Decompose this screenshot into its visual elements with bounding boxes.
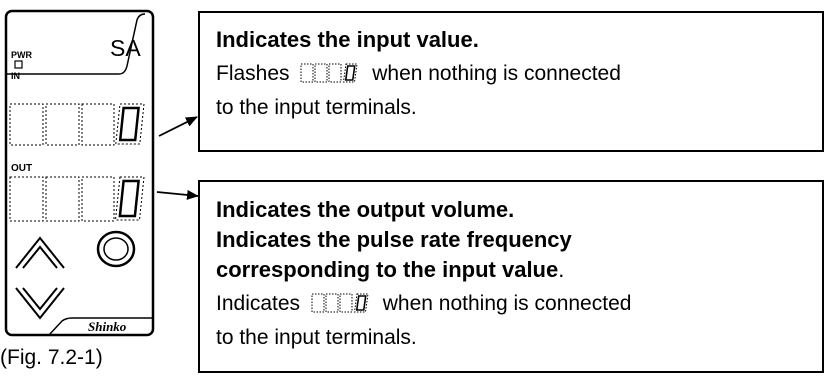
output-callout-title-3: corresponding to the input value. bbox=[216, 255, 822, 285]
input-line1-prefix: Flashes bbox=[216, 62, 290, 85]
output-line1-suffix: when nothing is connected bbox=[382, 292, 632, 315]
input-callout-line-2: to the input terminals. bbox=[216, 96, 417, 119]
panel-body bbox=[4, 9, 155, 337]
output-title-3-text: corresponding to the input value bbox=[216, 257, 559, 282]
input-display bbox=[9, 103, 145, 146]
up-chevron-icon bbox=[15, 236, 65, 269]
mode-key-icon bbox=[96, 230, 136, 268]
pwr-led bbox=[14, 60, 23, 69]
input-callout-arrow bbox=[158, 116, 198, 137]
input-digit-2 bbox=[45, 103, 80, 146]
output-callout-line-2: to the input terminals. bbox=[216, 326, 417, 349]
pwr-label: PWR bbox=[11, 50, 32, 60]
input-digit-1 bbox=[9, 103, 44, 146]
brand-logo: Shinko bbox=[88, 319, 127, 334]
output-callout-line-1: Indicates when nothing is connected bbox=[216, 287, 822, 321]
output-display bbox=[9, 176, 145, 222]
input-value-callout: Indicates the input value. Flashes when … bbox=[198, 11, 824, 152]
figure-caption: (Fig. 7.2-1) bbox=[0, 346, 103, 369]
output-callout-arrow bbox=[156, 189, 198, 200]
output-digit-3 bbox=[81, 176, 115, 222]
output-digit-2 bbox=[45, 176, 80, 222]
output-value-callout: Indicates the output volume. Indicates t… bbox=[198, 180, 824, 373]
output-line1-prefix: Indicates bbox=[216, 292, 301, 315]
out-label: OUT bbox=[11, 163, 32, 174]
output-digit-4-zero bbox=[114, 176, 145, 221]
model-label: SA bbox=[110, 35, 141, 61]
output-callout-title-2: Indicates the pulse rate frequency bbox=[216, 227, 572, 252]
mode-key-inner-ring bbox=[103, 237, 129, 261]
output-callout-title-1: Indicates the output volume. bbox=[216, 197, 515, 222]
brand-frame bbox=[48, 317, 153, 336]
controller-front-panel: SA PWR IN OUT Shinko bbox=[4, 9, 198, 337]
input-digit-4-zero bbox=[115, 103, 145, 145]
model-label-frame bbox=[7, 13, 146, 75]
blank-zero-display-icon bbox=[311, 293, 369, 313]
input-callout-title: Indicates the input value. bbox=[216, 27, 479, 52]
input-line1-suffix: when nothing is connected bbox=[372, 62, 621, 85]
input-digit-3 bbox=[81, 103, 115, 146]
down-chevron-icon bbox=[15, 287, 65, 320]
output-digit-1 bbox=[9, 176, 44, 222]
down-key[interactable] bbox=[15, 287, 65, 320]
mode-key[interactable] bbox=[96, 230, 136, 268]
output-title-3-period: . bbox=[558, 257, 565, 282]
up-key[interactable] bbox=[15, 236, 65, 269]
in-label: IN bbox=[11, 71, 20, 81]
blank-zero-display-icon bbox=[300, 63, 358, 83]
input-callout-line-1: Flashes when nothing is connected bbox=[216, 57, 822, 91]
